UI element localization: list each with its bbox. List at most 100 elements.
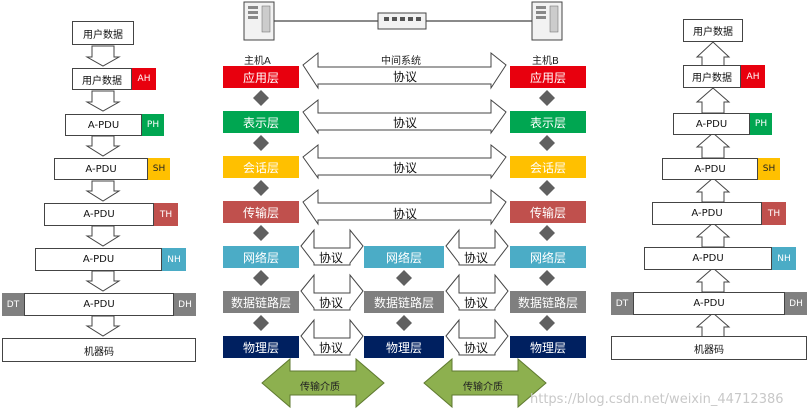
nh-header-tag: NH (162, 248, 186, 271)
host-a-computer-icon (243, 1, 275, 41)
protocol-label-session: 协议 (393, 161, 418, 175)
layer-connector-diamond (396, 270, 412, 286)
right-th-header-tag: TH (762, 202, 786, 225)
right-apdu-3: A-PDU (652, 202, 762, 225)
left-down-arrow-6 (85, 270, 121, 292)
right-machine-code: 机器码 (611, 336, 807, 360)
right-dt-trailer-tag: DT (611, 292, 633, 315)
layer-connector-diamond (539, 180, 555, 196)
host-a-session-layer: 会话层 (223, 156, 299, 178)
layer-connector-diamond (253, 270, 269, 286)
protocol-label-b-physical: 协议 (464, 341, 489, 355)
th-header-tag: TH (154, 203, 178, 226)
middle-physical-layer: 物理层 (364, 336, 444, 358)
host-b-computer-icon (531, 1, 563, 41)
left-down-arrow-4 (85, 180, 121, 202)
left-down-arrow-5 (85, 225, 121, 247)
right-ph-header-tag: PH (750, 113, 772, 135)
right-sh-header-tag: SH (758, 158, 780, 180)
left-down-arrow-7 (85, 315, 121, 337)
left-down-arrow-3 (85, 135, 121, 157)
middle-system-label: 中间系统 (381, 56, 421, 67)
left-apdu-2: A-PDU (54, 158, 148, 180)
layer-connector-diamond (253, 135, 269, 151)
left-user-data: 用户数据 (72, 68, 132, 90)
right-up-arrow-3 (695, 132, 731, 159)
transmission-medium-arrow-right (423, 357, 547, 409)
middle-datalink-layer: 数据链路层 (364, 291, 444, 313)
transmission-medium-label-right: 传输介质 (463, 382, 503, 393)
right-user-data-top: 用户数据 (683, 19, 743, 42)
host-b-datalink-layer: 数据链路层 (510, 291, 586, 313)
protocol-label-b-datalink: 协议 (464, 296, 489, 310)
host-a-transport-layer: 传输层 (223, 201, 299, 223)
middle-network-layer: 网络层 (364, 246, 444, 268)
right-ah-header-tag: AH (741, 65, 765, 88)
ah-header-tag: AH (132, 68, 156, 90)
left-down-arrow-1 (85, 45, 121, 67)
left-user-data-top: 用户数据 (72, 21, 134, 45)
host-b-network-layer: 网络层 (510, 246, 586, 268)
layer-connector-diamond (253, 180, 269, 196)
host-a-application-layer: 应用层 (223, 66, 299, 88)
layer-connector-diamond (396, 315, 412, 331)
layer-connector-diamond (539, 225, 555, 241)
layer-connector-diamond (539, 90, 555, 106)
host-b-presentation-layer: 表示层 (510, 111, 586, 133)
host-b-application-layer: 应用层 (510, 66, 586, 88)
protocol-arrow-application (302, 51, 507, 90)
host-b-transport-layer: 传输层 (510, 201, 586, 223)
host-a-presentation-layer: 表示层 (223, 111, 299, 133)
protocol-label-b-network: 协议 (464, 251, 489, 265)
transmission-medium-arrow-left (261, 357, 385, 409)
layer-connector-diamond (539, 135, 555, 151)
layer-connector-diamond (253, 90, 269, 106)
protocol-label-a-physical: 协议 (319, 341, 344, 355)
sh-header-tag: SH (148, 158, 170, 180)
host-b-physical-layer: 物理层 (510, 336, 586, 358)
protocol-label-a-network: 协议 (319, 251, 344, 265)
host-a-physical-layer: 物理层 (223, 336, 299, 358)
right-user-data: 用户数据 (683, 65, 741, 88)
host-b-session-layer: 会话层 (510, 156, 586, 178)
left-apdu-4: A-PDU (35, 248, 162, 271)
right-dh-header-tag: DH (785, 292, 807, 315)
left-machine-code: 机器码 (2, 338, 196, 362)
protocol-label-application: 协议 (393, 70, 418, 84)
right-apdu-4: A-PDU (644, 247, 772, 270)
layer-connector-diamond (539, 270, 555, 286)
protocol-label-transport: 协议 (393, 207, 418, 221)
transmission-medium-label-left: 传输介质 (300, 382, 340, 393)
right-up-arrow-2 (695, 87, 731, 114)
switch-icon (377, 12, 427, 30)
ph-header-tag: PH (142, 114, 164, 136)
layer-connector-diamond (253, 225, 269, 241)
dt-trailer-tag: DT (2, 293, 24, 316)
right-up-arrow-4 (695, 177, 731, 203)
left-apdu-3: A-PDU (44, 203, 154, 226)
host-a-label: 主机A (244, 56, 271, 67)
protocol-arrow-presentation (302, 98, 507, 135)
protocol-label-a-datalink: 协议 (319, 296, 344, 310)
right-up-arrow-6 (695, 267, 731, 293)
right-nh-header-tag: NH (772, 247, 796, 270)
layer-connector-diamond (253, 315, 269, 331)
right-apdu-1: A-PDU (673, 113, 750, 135)
left-apdu-1: A-PDU (65, 114, 142, 136)
right-apdu-5: A-PDU (633, 292, 785, 315)
dh-header-tag: DH (174, 293, 196, 316)
protocol-arrow-transport (302, 188, 507, 226)
left-down-arrow-2 (85, 90, 121, 112)
host-b-label: 主机B (532, 56, 559, 67)
right-up-arrow-5 (695, 222, 731, 248)
right-up-arrow-7 (695, 312, 731, 338)
layer-connector-diamond (539, 315, 555, 331)
watermark-text: https://blog.csdn.net/weixin_44712386 (530, 392, 784, 407)
protocol-arrow-session (302, 143, 507, 180)
left-apdu-5: A-PDU (24, 293, 174, 316)
host-a-network-layer: 网络层 (223, 246, 299, 268)
host-a-datalink-layer: 数据链路层 (223, 291, 299, 313)
protocol-label-presentation: 协议 (393, 116, 418, 130)
